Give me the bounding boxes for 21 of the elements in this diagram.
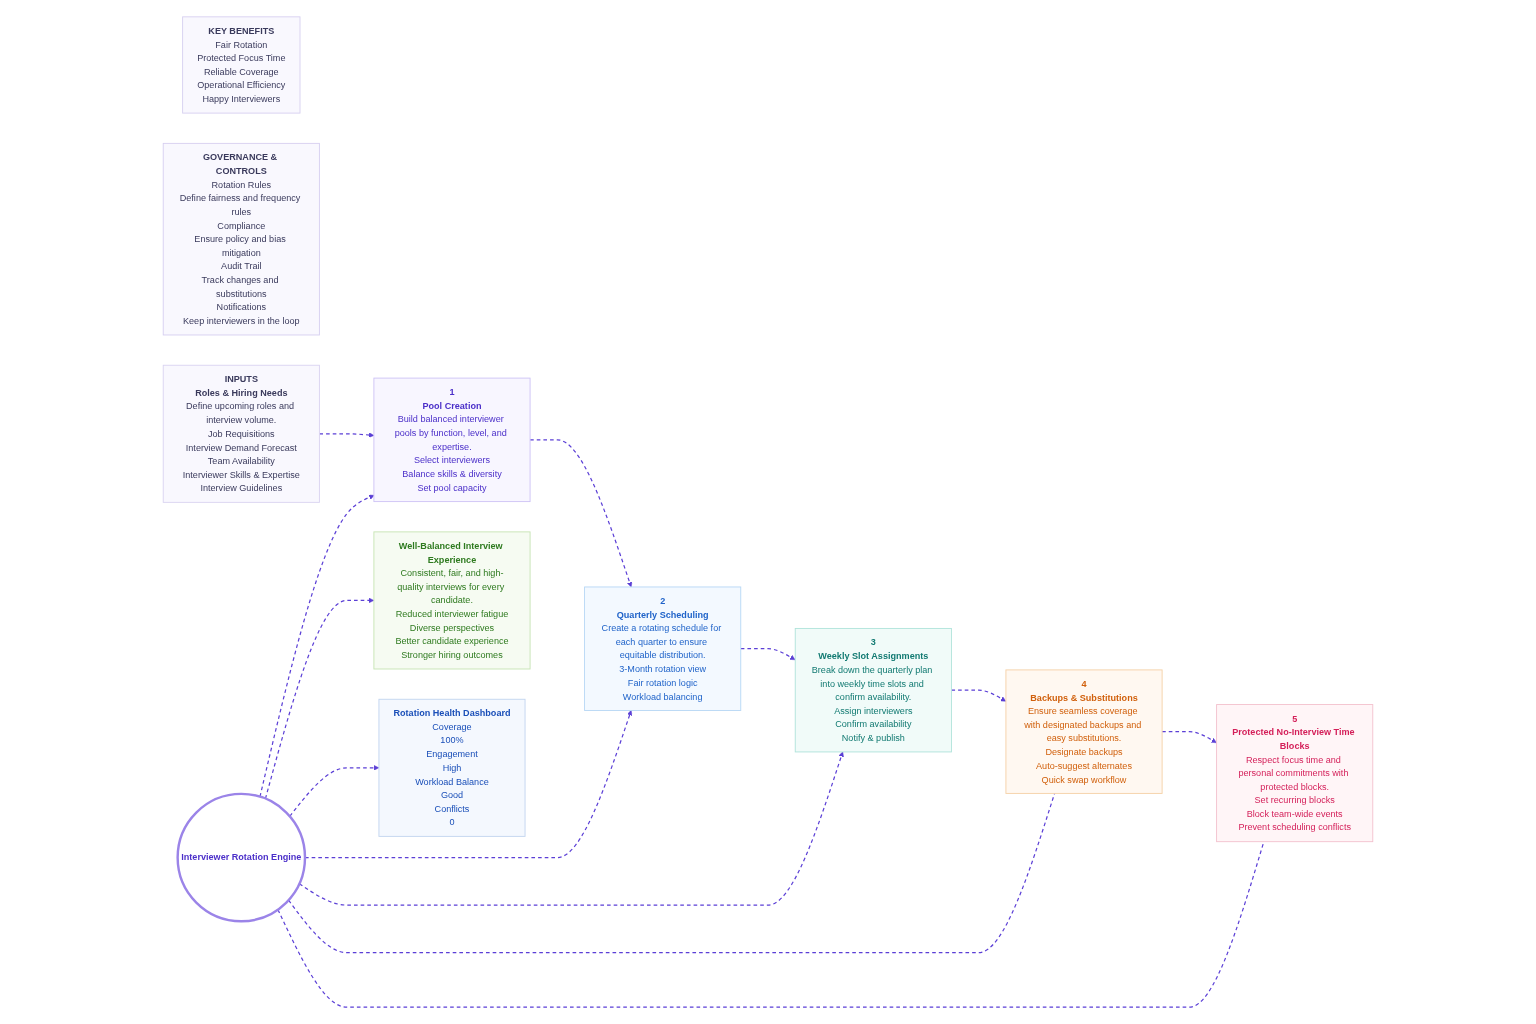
node-box: Rotation Health Dashboard Coverage 100% Engagement High Workload Balance Good Conflicts 0: [378, 698, 526, 837]
arrow: [529, 439, 633, 588]
node-box: 2 Quarterly Scheduling Create a rotating schedule for each quarter to ensure equitable distribution. 3-Month rotation view Fair rotation logic Workload balancing: [584, 586, 742, 711]
node-box: 3 Weekly Slot Assignments Break down the quarterly plan into weekly time slots and confirm availability. Assign interviewers Confirm availability Notify & publish: [794, 627, 952, 753]
node-box: 1 Pool Creation Build balanced interviewer pools by function, level, and expertise. Select interviewers Balance skills & diversity Set pool capacity: [373, 377, 531, 503]
arrow: [298, 751, 844, 906]
arrow: [259, 494, 375, 798]
node-box: 4 Backups & Substitutions Ensure seamless coverage with designated backups and easy substitutions. Designate backups Auto-suggest alternates Quick swap workflow: [1005, 669, 1163, 794]
arrow: [740, 648, 796, 660]
arrow: [318, 432, 375, 438]
node-box: 5 Protected No-Interview Time Blocks Respect focus time and personal commitments with protected blocks. Set recurring blocks Block team-wide events Prevent scheduling conflicts: [1216, 704, 1374, 843]
node-box: KEY BENEFITS Fair Rotation Protected Focus Time Reliable Coverage Operational Efficiency Happy Interviewers: [182, 16, 301, 114]
node-box: Well-Balanced Interview Experience Consistent, fair, and high-quality interviews for every candidate. Reduced interviewer fatigue Diverse perspectives Better candidate experience Stronger hiring outcomes: [373, 531, 531, 670]
connector: [277, 841, 1265, 1008]
arrow: [289, 765, 380, 817]
node-circle: Interviewer Rotation Engine: [176, 792, 307, 923]
arrow: [950, 689, 1006, 702]
arrow: [1161, 731, 1217, 743]
node-box: GOVERNANCE & CONTROLS Rotation Rules Define fairness and frequency rules Compliance Ensure policy and bias mitigation Audit Trail Track changes and substitutions Notifications Keep interviewers in the loop: [162, 142, 320, 336]
node-box: INPUTS Roles & Hiring Needs Define upcoming roles and interview volume. Job Requisitions Interview Demand Forecast Team Availability Interviewer Skills & Expertise Interview Guidelines: [162, 364, 320, 503]
arrow: [264, 597, 375, 800]
